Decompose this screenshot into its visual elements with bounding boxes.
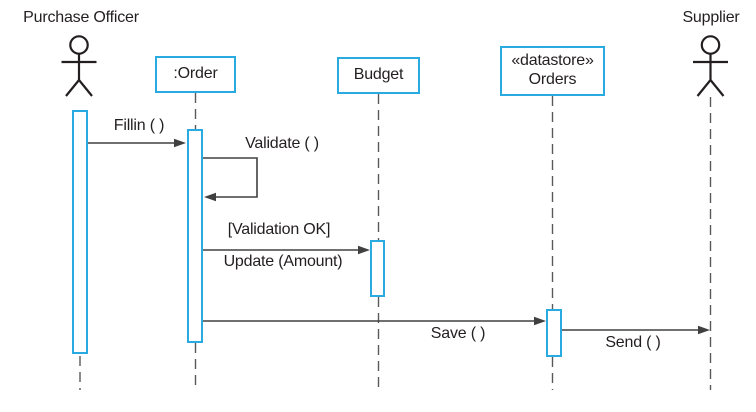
activation-bar-order [187, 129, 203, 343]
object-box-datastore-stereotype: «datastore» [511, 52, 594, 70]
activation-bar-datastore-orders [546, 309, 562, 357]
arrowhead-icon-fillin [174, 138, 186, 148]
object-box-datastore-label: Orders [528, 71, 577, 88]
object-box-order-label: :Order [173, 65, 218, 83]
arrowhead-icon-update [358, 245, 370, 255]
activation-bar-budget [370, 240, 385, 297]
message-guard-validation-ok: [Validation OK] [227, 221, 331, 238]
object-box-budget: Budget [337, 57, 420, 94]
message-label-update-amount: Update (Amount) [223, 253, 343, 270]
arrowhead-icon-validate [204, 192, 216, 202]
message-line-validate-self [203, 157, 258, 198]
arrowhead-icon-save [534, 316, 546, 326]
actor-label-purchase-officer: Purchase Officer [23, 9, 139, 26]
lifelines-group [79, 93, 712, 390]
actor-icon-supplier [693, 35, 728, 97]
messages-group [88, 142, 700, 331]
activation-bar-purchase-officer [72, 110, 88, 354]
arrowhead-icon-send [698, 325, 710, 335]
message-label-validate: Validate ( ) [245, 135, 319, 152]
actor-label-supplier: Supplier [682, 9, 740, 26]
message-label-fillin: Fillin ( ) [113, 117, 165, 134]
message-label-send: Send ( ) [605, 334, 661, 351]
object-box-datastore-orders: «datastore» Orders [500, 46, 605, 96]
object-box-order: :Order [155, 56, 236, 93]
actor-icon-purchase-officer [61, 35, 97, 97]
message-label-save: Save ( ) [430, 325, 486, 342]
arrowheads-group [174, 138, 710, 335]
object-box-budget-label: Budget [353, 66, 404, 84]
